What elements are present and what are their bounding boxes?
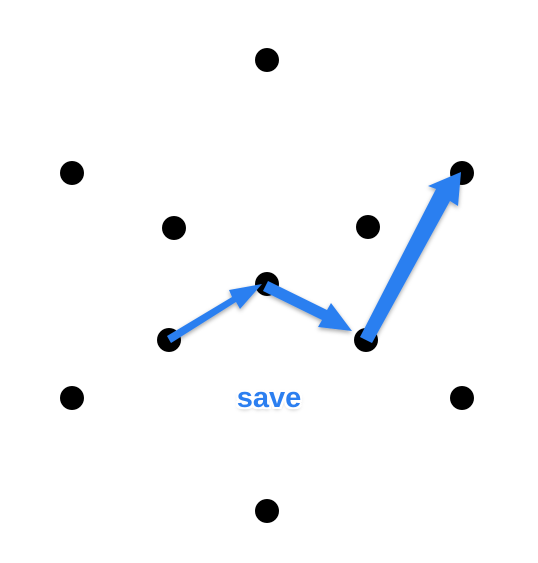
arrow-stroke-icon bbox=[167, 284, 262, 343]
gesture-strokes bbox=[167, 172, 461, 343]
gesture-label[interactable]: save bbox=[236, 382, 302, 414]
dot-lower-left[interactable] bbox=[60, 386, 84, 410]
dot-lower-right[interactable] bbox=[450, 386, 474, 410]
arrow-stroke-icon bbox=[360, 172, 461, 343]
dot-inner-upper-right[interactable] bbox=[356, 215, 380, 239]
dot-inner-upper-left[interactable] bbox=[162, 216, 186, 240]
dot-bottom[interactable] bbox=[255, 499, 279, 523]
arrow-stroke-icon bbox=[263, 281, 352, 331]
dot-upper-left[interactable] bbox=[60, 161, 84, 185]
dot-top[interactable] bbox=[255, 48, 279, 72]
